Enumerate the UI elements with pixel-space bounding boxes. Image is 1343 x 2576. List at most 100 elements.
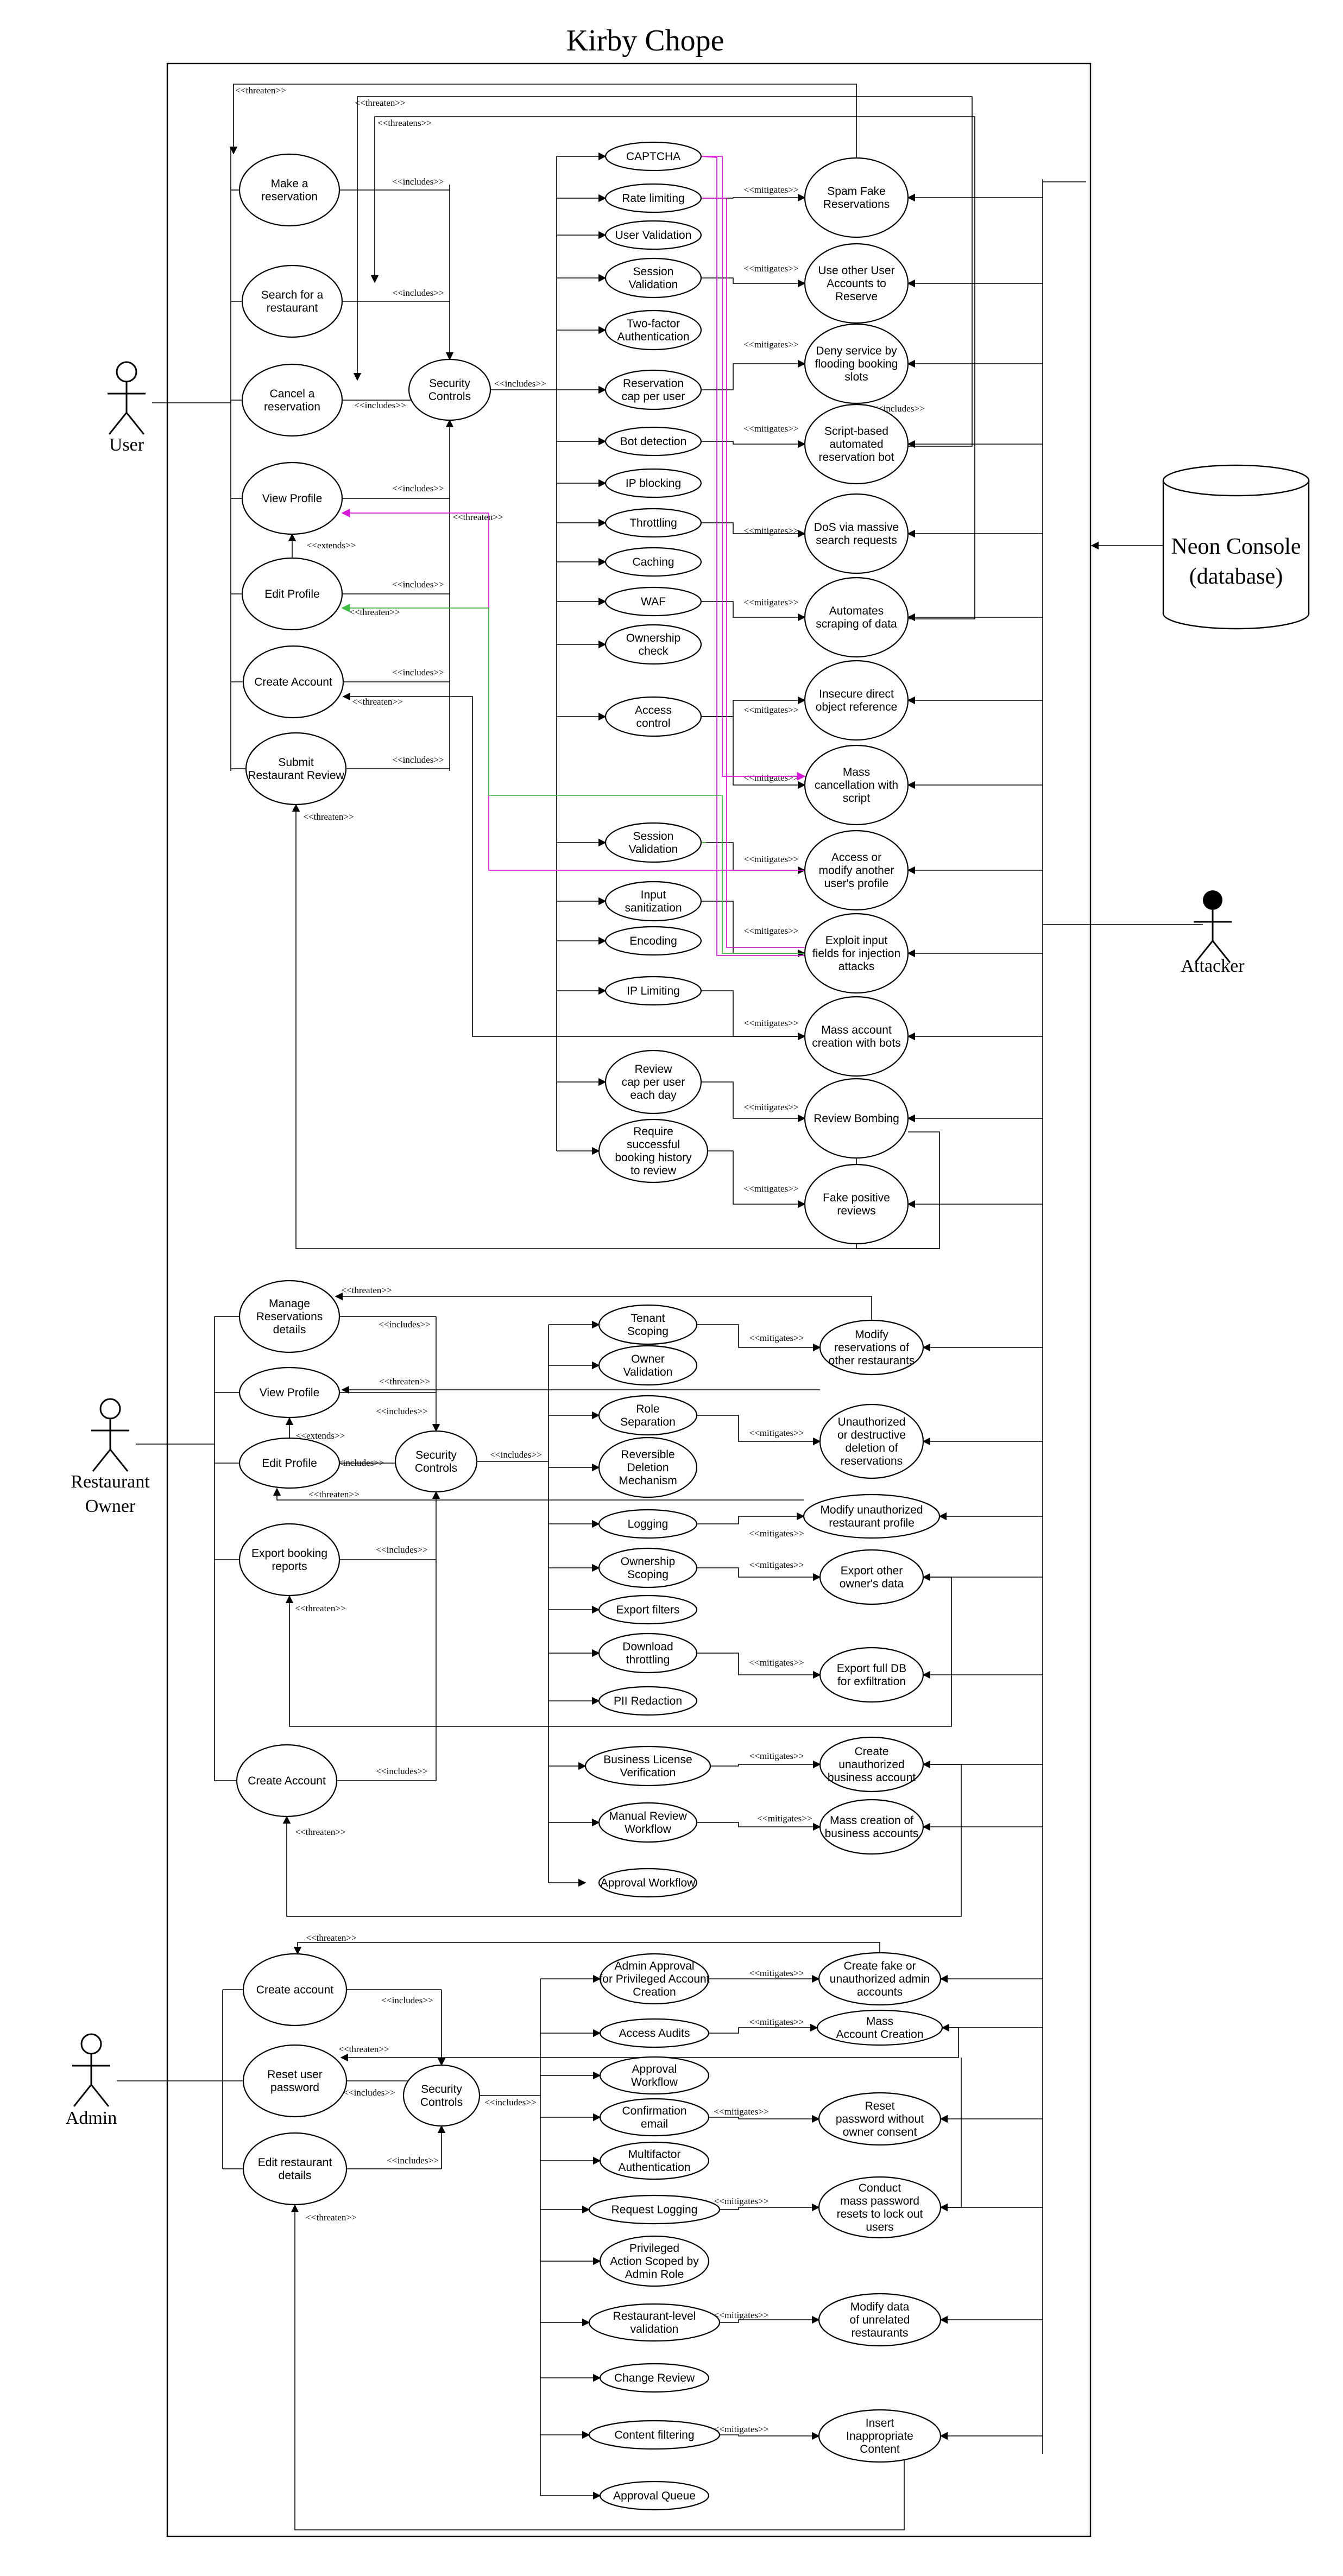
connector-line bbox=[353, 96, 973, 447]
control-captcha: CAPTCHA bbox=[604, 141, 702, 172]
control-label: to review bbox=[630, 1164, 677, 1177]
control-label: throttling bbox=[626, 1654, 670, 1666]
control-ip-limiting: IP Limiting bbox=[604, 976, 702, 1006]
threat-label: user's profile bbox=[824, 877, 888, 890]
security-controls-label: Controls bbox=[428, 390, 471, 403]
relation-label: <<includes>> bbox=[376, 1545, 427, 1555]
connector-line bbox=[709, 2115, 820, 2123]
connector-line bbox=[701, 990, 806, 1041]
threat-label: Fake positive bbox=[823, 1192, 890, 1204]
use-case-label: reports bbox=[272, 1560, 307, 1573]
control-ellipse bbox=[599, 2141, 710, 2180]
control-label: Authentication bbox=[617, 331, 689, 343]
control-pii-redaction: PII Redaction bbox=[598, 1686, 698, 1716]
relation-label: <<mitigates>> bbox=[714, 2310, 769, 2320]
threat-label: Exploit input bbox=[825, 934, 888, 947]
threat-label: fields for injection bbox=[812, 947, 900, 960]
control-ellipse bbox=[604, 822, 702, 863]
threat-label: password without bbox=[836, 2113, 924, 2125]
control-label: Creation bbox=[633, 1986, 676, 1998]
control-label: Content filtering bbox=[614, 2429, 694, 2441]
control-ellipse bbox=[604, 508, 702, 538]
relation-label: <<mitigates>> bbox=[744, 1183, 799, 1194]
control-ellipse bbox=[604, 976, 702, 1006]
threat-label: Mass creation of bbox=[830, 1814, 913, 1827]
connector-line bbox=[697, 1653, 821, 1679]
relation-label: <<mitigates>> bbox=[744, 263, 799, 274]
use-case-label: Submit bbox=[278, 756, 314, 769]
control-label: Manual Review bbox=[609, 1810, 687, 1822]
control-label: Owner bbox=[631, 1353, 665, 1365]
control-label: cap per user bbox=[622, 390, 685, 403]
use-case-label: Reservations bbox=[256, 1311, 323, 1323]
relation-label: <<threaten>> bbox=[355, 98, 405, 108]
control-ellipse bbox=[599, 2235, 710, 2287]
threat-label: or destructive bbox=[837, 1429, 906, 1441]
control-label: Privileged bbox=[629, 2242, 679, 2255]
control-export-filters: Export filters bbox=[598, 1594, 698, 1625]
connector-line bbox=[293, 1942, 880, 1955]
relation-label: <<threaten>> bbox=[341, 1285, 392, 1295]
use-case-edit-profile: Edit Profile bbox=[238, 1437, 341, 1489]
control-ellipse bbox=[588, 2420, 721, 2450]
control-label: Verification bbox=[620, 1767, 676, 1779]
threat-ellipse bbox=[804, 323, 909, 404]
relation-label: <<threaten>> bbox=[303, 812, 354, 822]
control-ellipse bbox=[604, 586, 702, 617]
security-controls-ellipse bbox=[408, 358, 491, 421]
use-case-ellipse bbox=[236, 1744, 338, 1818]
threat-label: Insecure direct bbox=[819, 688, 894, 700]
connector-line bbox=[229, 84, 857, 158]
threat-label: of unrelated bbox=[850, 2314, 910, 2326]
control-label: Throttling bbox=[629, 517, 677, 529]
threat-label: DoS via massive bbox=[814, 521, 899, 534]
control-label: Reversible bbox=[621, 1448, 674, 1461]
use-case-label: View Profile bbox=[260, 1387, 320, 1399]
threat-label: Export full DB bbox=[837, 1662, 906, 1675]
connector-line bbox=[292, 803, 940, 1249]
relation-label: <<threaten>> bbox=[306, 1933, 356, 1943]
control-label: Validation bbox=[629, 279, 678, 291]
use-case-ellipse bbox=[242, 1953, 348, 2027]
threat-ellipse bbox=[804, 577, 909, 658]
control-throttling: Throttling bbox=[604, 508, 702, 538]
threat-ellipse bbox=[818, 2293, 942, 2347]
system-boundary bbox=[166, 62, 1092, 2537]
threat-label: for exfiltration bbox=[837, 1675, 906, 1688]
relation-label: <<includes>> bbox=[387, 2155, 438, 2166]
control-label: Require bbox=[633, 1125, 673, 1138]
control-label: Caching bbox=[632, 556, 674, 568]
relation-label: <<includes>> bbox=[376, 1406, 427, 1416]
threat-ellipse bbox=[816, 2009, 943, 2046]
connector-line bbox=[941, 2058, 962, 2208]
relation-label: <<includes>> bbox=[392, 579, 444, 590]
use-case-label: Create account bbox=[256, 1984, 334, 1996]
security-controls-label: Security bbox=[429, 377, 470, 390]
threat-label: Inappropriate bbox=[846, 2430, 913, 2442]
threat-ellipse bbox=[804, 830, 909, 911]
control-ip-blocking: IP blocking bbox=[604, 468, 702, 498]
control-ellipse bbox=[588, 2194, 721, 2225]
control-label: Admin Approval bbox=[614, 1960, 694, 1972]
relation-label: <<mitigates>> bbox=[749, 2017, 804, 2027]
control-label: User Validation bbox=[615, 229, 692, 242]
relation-label: <<mitigates>> bbox=[758, 1813, 812, 1824]
threat-ellipse bbox=[804, 660, 909, 741]
control-encoding: Encoding bbox=[604, 926, 702, 956]
threat-label: unauthorized bbox=[838, 1758, 904, 1771]
use-case-ellipse bbox=[241, 461, 343, 535]
use-case-label: details bbox=[273, 1324, 306, 1336]
use-case-label: Search for a bbox=[261, 289, 324, 301]
use-case-label: Edit Profile bbox=[262, 1457, 317, 1470]
database-name: Neon Console bbox=[1171, 534, 1301, 559]
control-label: Action Scoped by bbox=[610, 2255, 699, 2268]
